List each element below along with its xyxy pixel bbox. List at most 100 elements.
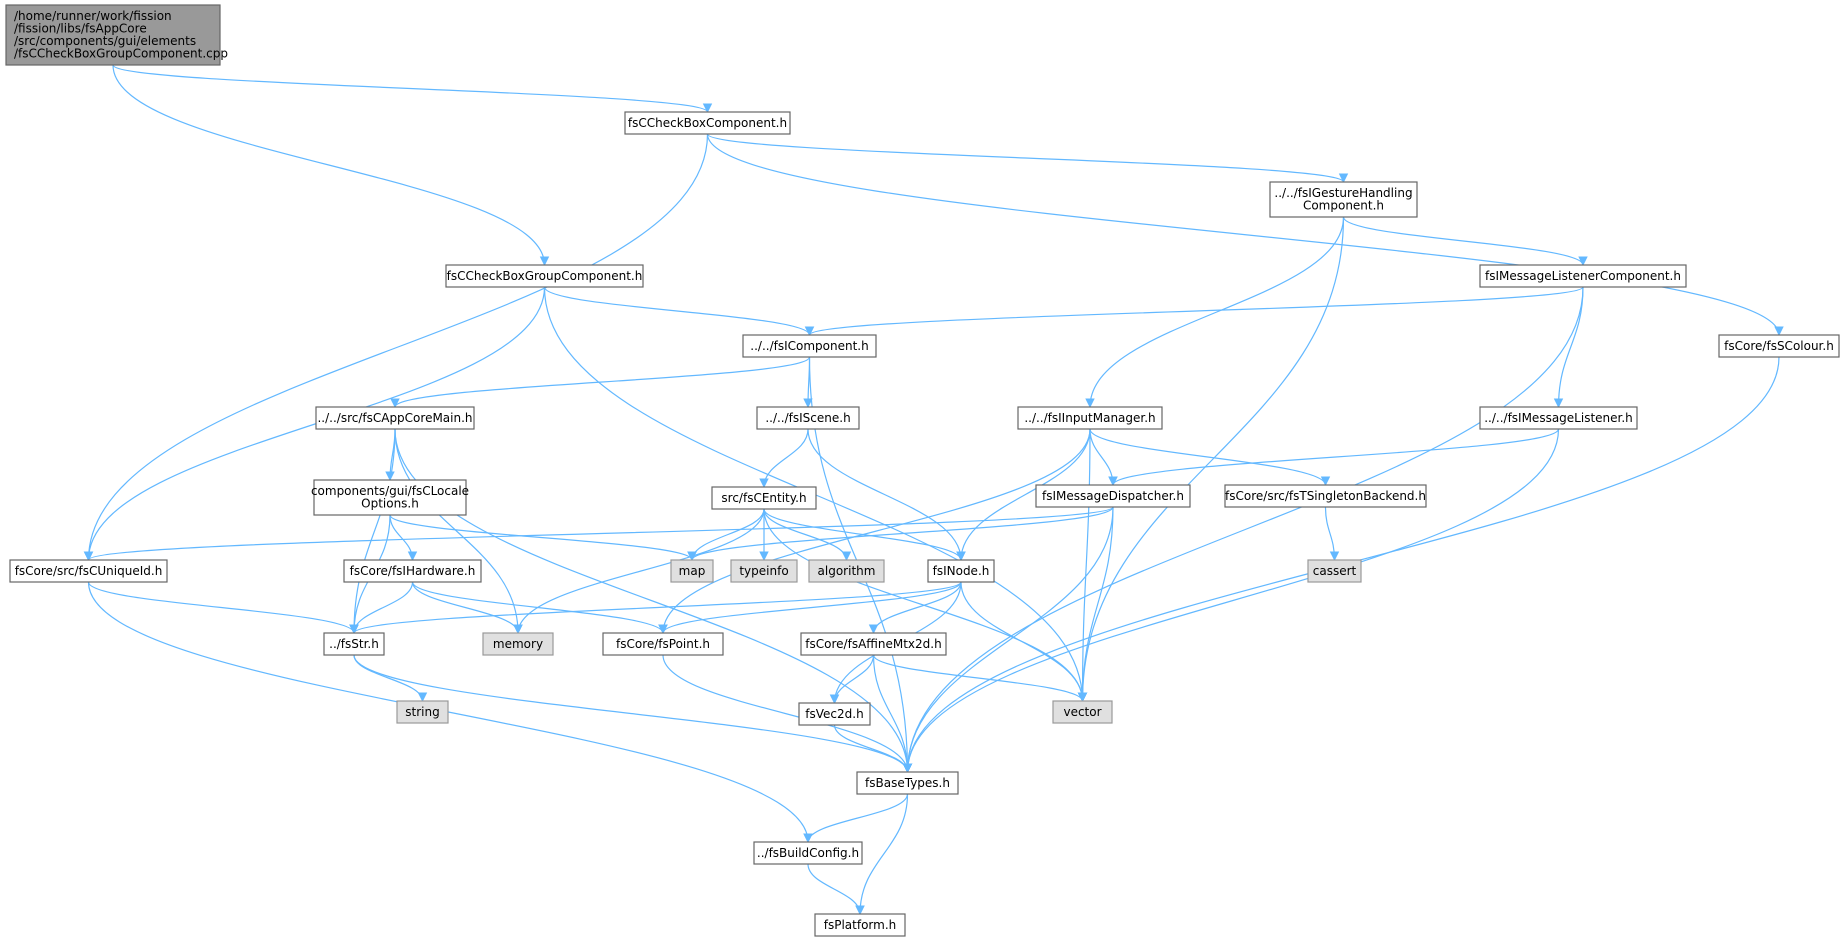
node-typeinfo: typeinfo xyxy=(730,559,798,583)
node-appmain-box xyxy=(315,406,475,430)
node-memory-box xyxy=(482,632,554,656)
node-locale-label-line-0: components/gui/fsCLocale xyxy=(311,484,469,498)
edge-entity-to-inode xyxy=(763,508,966,561)
node-point-label-line-0: fsCore/fsPoint.h xyxy=(616,637,710,651)
node-inputmgr-label-line-0: ../../fsIInputManager.h xyxy=(1024,411,1155,425)
node-basetypes-box xyxy=(856,771,959,795)
node-cbgc[interactable]: fsCCheckBoxGroupComponent.h xyxy=(445,264,644,288)
node-entity-label-line-0: src/fsCEntity.h xyxy=(721,491,806,505)
node-point-box xyxy=(602,632,724,656)
node-root[interactable]: /home/runner/work/fission/fission/libs/f… xyxy=(5,4,228,66)
node-point[interactable]: fsCore/fsPoint.h xyxy=(602,632,724,656)
node-mlc[interactable]: fsIMessageListenerComponent.h xyxy=(1479,264,1687,288)
edge-inputmgr-to-singleton xyxy=(1089,428,1331,486)
node-appmain[interactable]: ../../src/fsCAppCoreMain.h xyxy=(315,406,475,430)
node-root-label-line-0: /home/runner/work/fission xyxy=(14,9,172,23)
edge-entity-to-algorithm xyxy=(763,508,852,561)
node-buildcfg[interactable]: ../fsBuildConfig.h xyxy=(753,841,863,865)
node-uniqueid[interactable]: fsCore/src/fsCUniqueId.h xyxy=(9,559,168,583)
edge-mlc-to-comp xyxy=(805,286,1584,336)
node-singleton-box xyxy=(1224,484,1427,508)
edge-singleton-to-cassert xyxy=(1324,506,1340,561)
node-vec2d[interactable]: fsVec2d.h xyxy=(798,702,871,726)
node-comp[interactable]: ../../fsIComponent.h xyxy=(742,334,877,358)
edge-cbgc-to-comp xyxy=(543,286,815,336)
node-string-label-line-0: string xyxy=(405,705,439,719)
node-root-label-line-1: /fission/libs/fsAppCore xyxy=(14,22,147,36)
node-dispatch-label-line-0: fsIMessageDispatcher.h xyxy=(1042,489,1184,503)
node-comp-box xyxy=(742,334,877,358)
node-appmain-label-line-0: ../../src/fsCAppCoreMain.h xyxy=(317,411,472,425)
edge-str-to-basetypes xyxy=(353,654,913,773)
node-vector-box xyxy=(1052,700,1113,724)
edge-uniqueid-to-str xyxy=(87,581,359,634)
node-affine[interactable]: fsCore/fsAffineMtx2d.h xyxy=(800,632,947,656)
node-platform[interactable]: fsPlatform.h xyxy=(814,913,906,937)
edge-affine-to-basetypes xyxy=(872,654,913,773)
node-inode-label-line-0: fsINode.h xyxy=(933,564,990,578)
node-dispatch-box xyxy=(1035,484,1191,508)
edge-hardware-to-memory xyxy=(411,581,523,634)
node-buildcfg-label-line-0: ../fsBuildConfig.h xyxy=(757,846,859,860)
edge-hardware-to-point xyxy=(411,581,668,634)
edge-root-to-cbgc xyxy=(112,64,550,266)
edge-gest-to-vector xyxy=(1077,216,1345,702)
edge-inputmgr-to-dispatch xyxy=(1089,428,1118,486)
node-root-label-line-3: /fsCCheckBoxGroupComponent.cpp xyxy=(14,47,228,61)
node-colour-box xyxy=(1718,334,1840,358)
node-hardware-label-line-0: fsCore/fsIHardware.h xyxy=(350,564,476,578)
node-entity[interactable]: src/fsCEntity.h xyxy=(711,486,817,510)
edge-cbc-to-colour xyxy=(706,133,1784,336)
edge-dispatch-to-map xyxy=(687,506,1114,561)
node-inputmgr[interactable]: ../../fsIInputManager.h xyxy=(1017,406,1163,430)
node-gest-box xyxy=(1269,181,1418,218)
edge-str-to-string xyxy=(353,654,428,702)
edge-affine-to-vector xyxy=(872,654,1088,702)
node-platform-box xyxy=(814,913,906,937)
edge-inode-to-vector xyxy=(960,581,1088,702)
node-str[interactable]: ../fsStr.h xyxy=(323,632,385,656)
edge-cbc-to-gest xyxy=(706,133,1349,183)
edge-root-to-cbc xyxy=(112,64,713,113)
edge-vec2d-to-basetypes xyxy=(833,724,913,773)
edge-inputmgr-to-point xyxy=(658,428,1091,634)
node-vec2d-label-line-0: fsVec2d.h xyxy=(805,707,863,721)
node-basetypes[interactable]: fsBaseTypes.h xyxy=(856,771,959,795)
edge-mlc-to-basetypes xyxy=(902,286,1584,773)
nodes-layer: /home/runner/work/fission/fission/libs/f… xyxy=(5,4,1840,937)
node-affine-box xyxy=(800,632,947,656)
edge-affine-to-vec2d xyxy=(829,654,875,704)
edge-basetypes-to-buildcfg xyxy=(803,793,909,843)
node-colour[interactable]: fsCore/fsSColour.h xyxy=(1718,334,1840,358)
node-msglist[interactable]: ../../fsIMessageListener.h xyxy=(1479,406,1638,430)
edge-appmain-to-memory xyxy=(394,428,523,634)
node-string-box xyxy=(396,700,449,724)
edge-msglist-to-dispatch xyxy=(1108,428,1560,486)
edge-msglist-to-basetypes xyxy=(902,428,1560,773)
node-scene[interactable]: ../../fsIScene.h xyxy=(756,406,860,430)
node-buildcfg-box xyxy=(753,841,863,865)
node-string: string xyxy=(396,700,449,724)
node-hardware[interactable]: fsCore/fsIHardware.h xyxy=(343,559,482,583)
node-singleton[interactable]: fsCore/src/fsTSingletonBackend.h xyxy=(1224,484,1427,508)
node-algorithm-label-line-0: algorithm xyxy=(818,564,876,578)
node-affine-label-line-0: fsCore/fsAffineMtx2d.h xyxy=(805,637,941,651)
node-root-label-line-2: /src/components/gui/elements xyxy=(14,34,196,48)
node-scene-label-line-0: ../../fsIScene.h xyxy=(765,411,850,425)
node-typeinfo-box xyxy=(730,559,798,583)
edge-locale-to-hardware xyxy=(389,514,418,561)
edge-dispatch-to-uniqueid xyxy=(84,506,1114,561)
node-vector-label-line-0: vector xyxy=(1063,705,1101,719)
node-comp-label-line-0: ../../fsIComponent.h xyxy=(750,339,868,353)
edge-scene-to-entity xyxy=(759,428,809,488)
node-inputmgr-box xyxy=(1017,406,1163,430)
node-cbc[interactable]: fsCCheckBoxComponent.h xyxy=(624,111,791,135)
node-gest-label-line-0: ../../fsIGestureHandling xyxy=(1274,186,1412,200)
node-inode[interactable]: fsINode.h xyxy=(927,559,995,583)
node-dispatch[interactable]: fsIMessageDispatcher.h xyxy=(1035,484,1191,508)
node-uniqueid-label-line-0: fsCore/src/fsCUniqueId.h xyxy=(15,564,163,578)
edge-dispatch-to-basetypes xyxy=(902,506,1114,773)
node-msglist-label-line-0: ../../fsIMessageListener.h xyxy=(1484,411,1633,425)
